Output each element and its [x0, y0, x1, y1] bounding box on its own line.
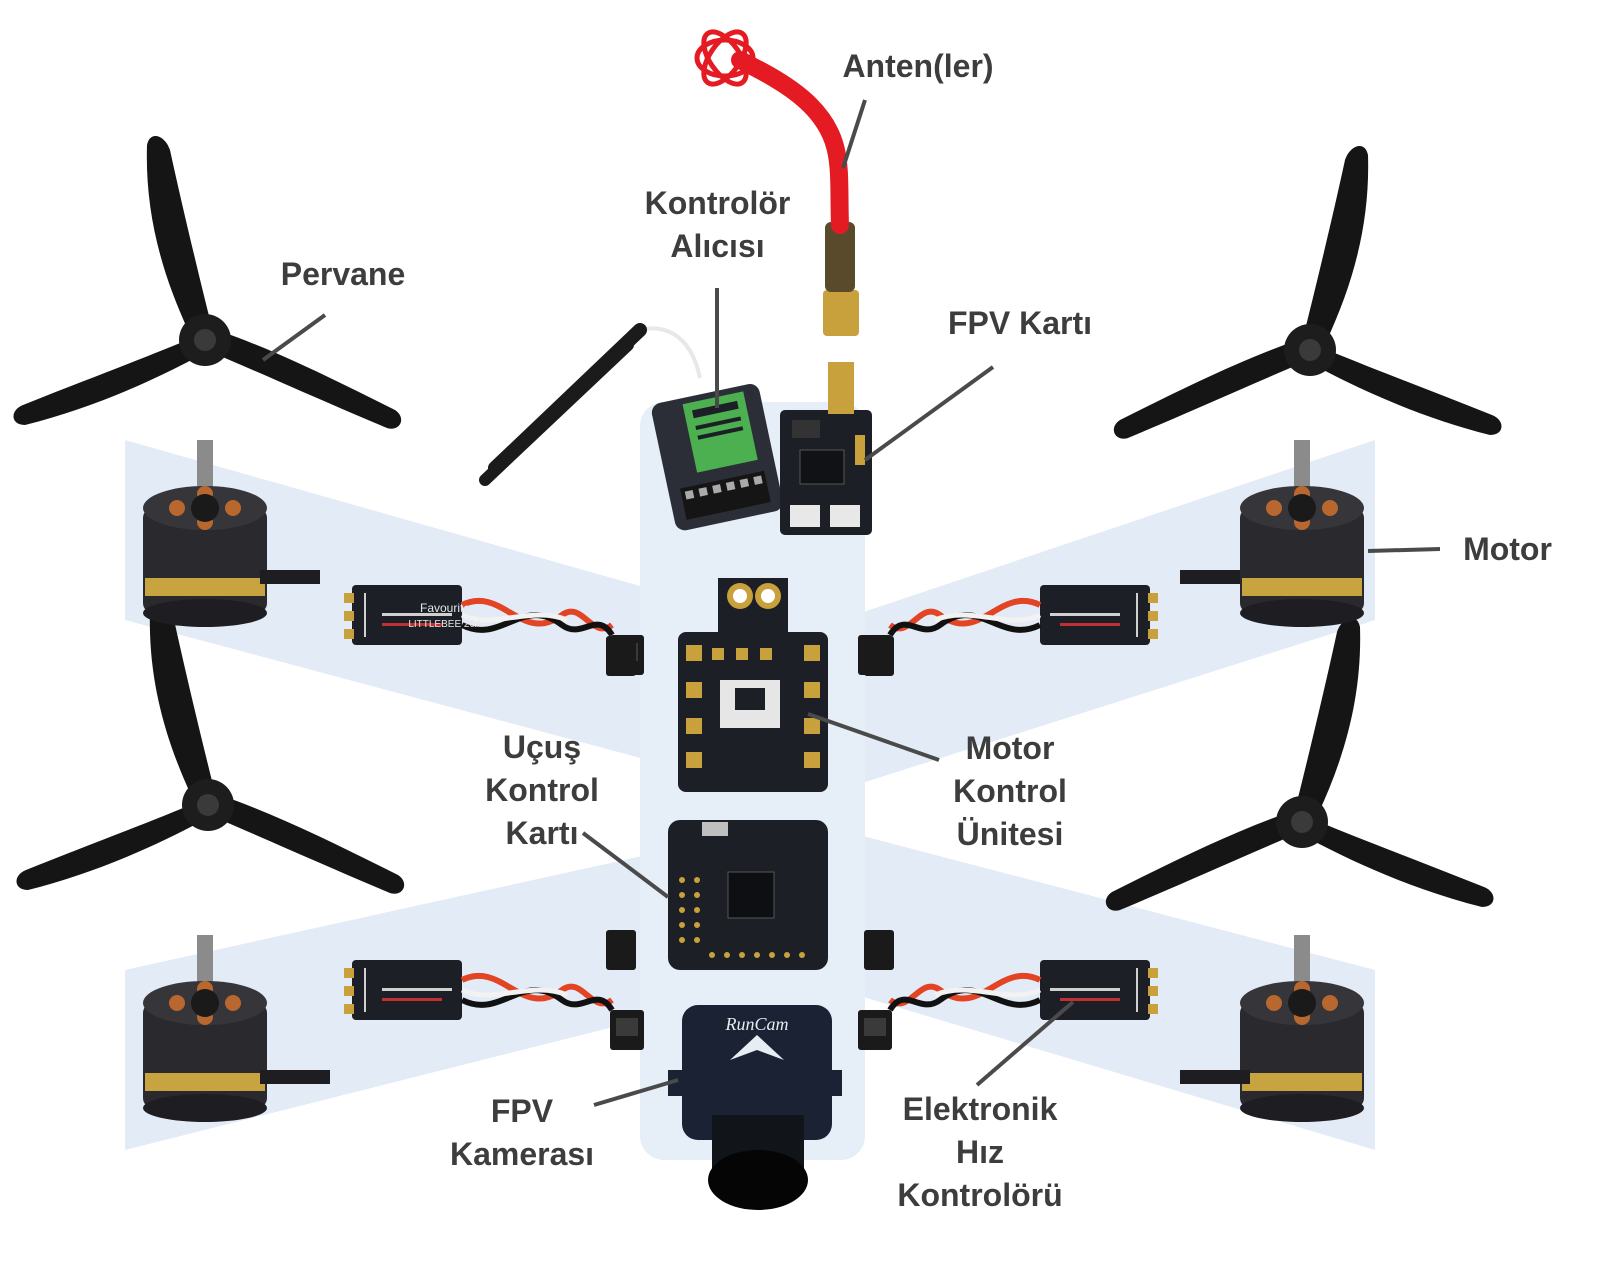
- leader-propeller: [261, 313, 327, 362]
- esc-model-mark: LITTLEBEE 20A: [408, 619, 482, 630]
- label-motor-control-unit-line-2: Kontrol: [953, 773, 1067, 809]
- receiver-antenna-wires: [639, 326, 702, 379]
- label-fpv-board: FPV Kartı: [947, 305, 1093, 341]
- camera-brand-mark: RunCam: [725, 1014, 789, 1034]
- leader-fpv-camera: [593, 1078, 679, 1107]
- label-esc-line-1: Elektronik: [902, 1091, 1058, 1127]
- label-esc-line-2: Hız: [956, 1134, 1004, 1170]
- propeller-top-right: [1113, 145, 1502, 439]
- label-flight-controller: Uçuş Kontrol Kartı: [462, 726, 622, 855]
- fpv-camera: RunCam: [668, 1005, 842, 1210]
- label-fpv-camera-line-1: FPV: [490, 1093, 554, 1129]
- leader-lines: [261, 99, 1441, 1107]
- esc-brand-mark: Favourite: [420, 601, 470, 615]
- label-flight-controller-line-1: Uçuş: [502, 729, 582, 765]
- label-esc: Elektronik Hız Kontrolörü: [885, 1088, 1075, 1217]
- label-motor-control-unit-line-1: Motor: [965, 730, 1055, 766]
- label-flight-controller-line-3: Kartı: [505, 815, 579, 851]
- antenna: [694, 29, 859, 336]
- leader-esc: [975, 1000, 1075, 1087]
- leader-flight-controller: [581, 831, 670, 899]
- motor-control-unit: [678, 578, 828, 792]
- flight-controller: [668, 820, 828, 970]
- label-receiver-line-1: Kontrolör: [644, 185, 791, 221]
- label-motor-control-unit: Motor Kontrol Ünitesi: [930, 727, 1090, 856]
- label-antenna: Anten(ler): [842, 48, 994, 84]
- label-flight-controller-line-2: Kontrol: [485, 772, 599, 808]
- fpv-board: [780, 362, 872, 535]
- receiver: [651, 383, 783, 531]
- label-receiver-line-2: Alıcısı: [670, 228, 765, 264]
- label-fpv-camera: FPV Kamerası: [432, 1090, 612, 1176]
- label-motor-control-unit-line-3: Ünitesi: [956, 816, 1064, 852]
- label-propeller: Pervane: [280, 256, 406, 292]
- leader-motor-control-unit: [807, 712, 940, 762]
- leader-fpv-board: [863, 365, 995, 462]
- label-esc-line-3: Kontrolörü: [897, 1177, 1063, 1213]
- label-fpv-camera-line-2: Kamerası: [449, 1136, 595, 1172]
- label-receiver: Kontrolör Alıcısı: [620, 182, 815, 268]
- leader-antenna: [841, 99, 867, 169]
- leader-motor: [1367, 547, 1441, 553]
- label-motor: Motor: [1463, 531, 1552, 567]
